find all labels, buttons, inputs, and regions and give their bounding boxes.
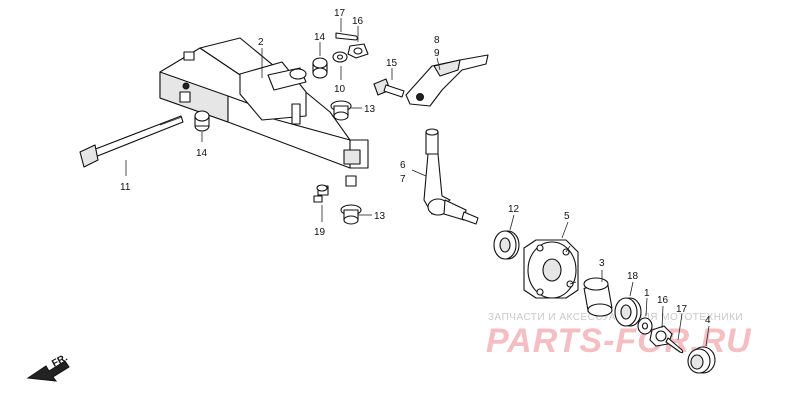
wheel-hub [523, 239, 579, 299]
callout-3: 3 [599, 258, 605, 269]
callout-16-top: 16 [352, 16, 364, 27]
callout-10: 10 [334, 84, 346, 95]
washer-top [332, 51, 348, 63]
callout-14-left: 14 [196, 148, 208, 159]
callout-15: 15 [386, 58, 398, 69]
callout-1: 1 [644, 288, 650, 299]
collar-lower [340, 204, 362, 225]
callout-12: 12 [508, 204, 520, 215]
cotter-pin [665, 337, 684, 354]
callout-numbers: 2 14 17 16 10 15 8 9 13 14 11 6 7 13 19 … [120, 8, 711, 326]
callout-17-bottom: 17 [676, 304, 688, 315]
front-direction-arrow-icon [26, 360, 70, 382]
pivot-bolt [79, 115, 184, 168]
callout-18: 18 [627, 271, 639, 282]
callout-2: 2 [258, 37, 264, 48]
spacer-tube [583, 277, 613, 317]
callout-6: 6 [400, 160, 406, 171]
bolt [373, 78, 405, 98]
bushing-left [194, 110, 210, 132]
callout-13-lower: 13 [374, 211, 386, 222]
callout-14-top: 14 [314, 32, 326, 43]
leader-lines [125, 18, 710, 347]
bearing-outer [614, 297, 642, 327]
bushing-top [312, 57, 328, 79]
castle-nut-top [347, 43, 369, 59]
callout-7: 7 [400, 174, 406, 185]
callout-13-upper: 13 [364, 104, 376, 115]
washer [637, 317, 653, 335]
callout-4: 4 [705, 315, 711, 326]
callout-16-bottom: 16 [657, 295, 669, 306]
steering-spindle [423, 128, 479, 225]
callout-11: 11 [120, 182, 131, 193]
bearing-inner [493, 230, 520, 260]
cotter-pin-top [335, 32, 359, 41]
callout-5: 5 [564, 211, 570, 222]
front-axle-beam [159, 37, 369, 187]
hub-cap [687, 346, 716, 374]
collar-upper [330, 100, 352, 121]
callout-9: 9 [434, 48, 440, 59]
grease-fitting [313, 184, 329, 203]
steering-bracket [405, 54, 489, 107]
callout-8: 8 [434, 35, 440, 46]
callout-17-top: 17 [334, 8, 346, 19]
callout-19: 19 [314, 227, 326, 238]
